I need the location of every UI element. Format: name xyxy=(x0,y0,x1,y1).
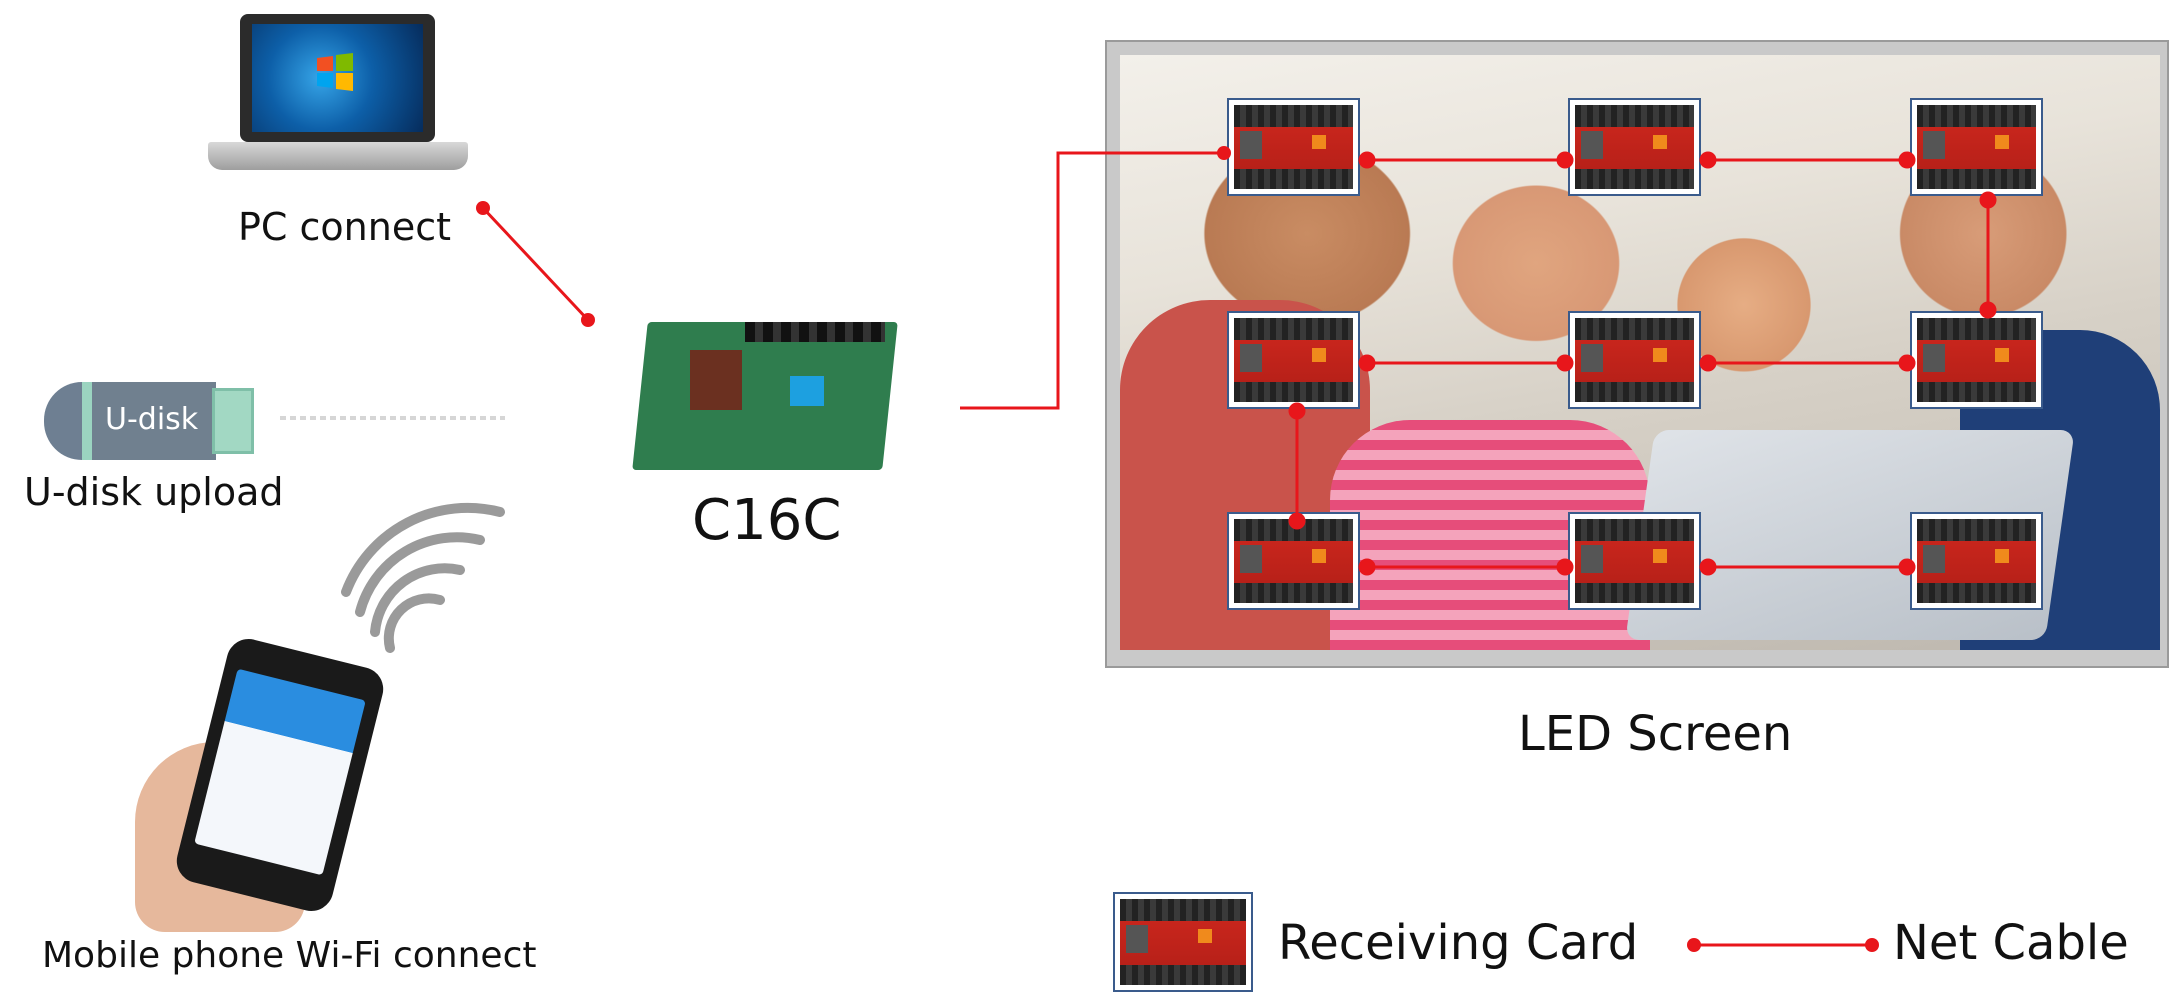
usb-drive-plug xyxy=(212,388,254,454)
controller-net-cable xyxy=(960,151,1224,410)
receiving-card-r1c2 xyxy=(1568,98,1701,196)
pc-connect-label: PC connect xyxy=(238,205,452,249)
laptop-base xyxy=(208,142,468,170)
legend-receiving-card-label: Receiving Card xyxy=(1278,915,1639,971)
wifi-signal-icon xyxy=(341,502,505,653)
pc-net-cable xyxy=(476,201,595,327)
led-screen-label: LED Screen xyxy=(1518,706,1793,762)
receiving-card-r3c1 xyxy=(1227,512,1360,610)
usb-drive-band xyxy=(82,382,216,460)
receiving-card-r1c1 xyxy=(1227,98,1360,196)
receiving-card-r2c1 xyxy=(1227,311,1360,409)
windows-logo-icon xyxy=(317,53,353,91)
usb-drive-text: U-disk xyxy=(105,402,199,437)
controller-label: C16C xyxy=(692,488,842,553)
udisk-upload-label: U-disk upload xyxy=(24,470,284,514)
legend-net-cable-label: Net Cable xyxy=(1893,915,2129,971)
mobile-wifi-label: Mobile phone Wi-Fi connect xyxy=(42,935,537,976)
receiving-card-r2c2 xyxy=(1568,311,1701,409)
legend-receiving-card-icon xyxy=(1113,892,1253,992)
receiving-card-r2c3 xyxy=(1910,311,2043,409)
controller-connector xyxy=(690,350,742,410)
card-chain-cables xyxy=(1288,151,1997,576)
controller-chip xyxy=(790,376,824,406)
receiving-card-r1c3 xyxy=(1910,98,2043,196)
receiving-card-r3c3 xyxy=(1910,512,2043,610)
controller-ports xyxy=(745,322,885,342)
legend-net-cable-icon xyxy=(1687,938,1879,952)
